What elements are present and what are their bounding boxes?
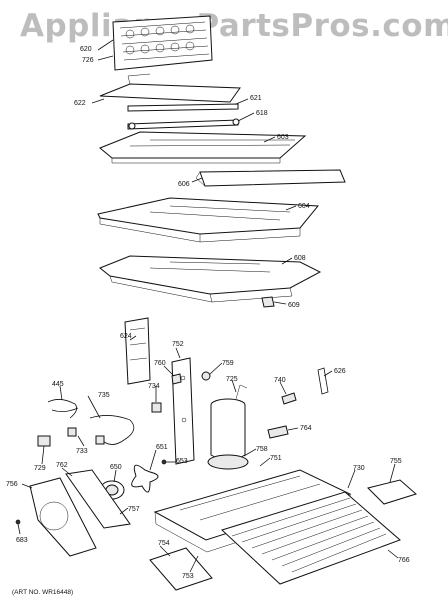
- callout-764: 764: [300, 425, 312, 432]
- callout-653: 653: [176, 458, 188, 465]
- callout-621: 621: [250, 95, 262, 102]
- clip-764: [267, 425, 289, 439]
- callout-730: 730: [353, 465, 365, 472]
- callout-608: 608: [294, 255, 306, 262]
- drawer-606: [195, 169, 346, 187]
- pan-608: [99, 255, 322, 303]
- condenser-coil: [221, 491, 401, 585]
- grommet-759: [201, 371, 211, 381]
- callout-755: 755: [390, 458, 402, 465]
- heater-rail: [127, 103, 240, 130]
- wiring-harness: [37, 399, 135, 447]
- bracket-752: [171, 357, 195, 465]
- fan-blade-651: [131, 459, 167, 493]
- leader-lines: [17, 39, 399, 573]
- panel-754: [149, 547, 213, 591]
- callout-683: 683: [16, 537, 28, 544]
- callout-labels: 620 726 622 621 618 603 606 604 608 609 …: [6, 46, 410, 580]
- shelf-603: [99, 131, 307, 164]
- screw-683: [15, 519, 21, 525]
- relay-734: [151, 402, 162, 413]
- compressor-725: [207, 384, 249, 470]
- fan-shroud: [29, 469, 131, 557]
- callout-733: 733: [76, 448, 88, 455]
- art-number: (ART NO. WR16448): [12, 589, 73, 596]
- callout-766: 766: [398, 557, 410, 564]
- wire-626: [317, 367, 329, 395]
- evaporator-coil: [112, 15, 213, 71]
- callout-734: 734: [148, 383, 160, 390]
- callout-757: 757: [128, 506, 140, 513]
- callout-758: 758: [256, 446, 268, 453]
- clip-760: [171, 373, 182, 385]
- callout-756: 756: [6, 481, 18, 488]
- evaporator-cover: [99, 73, 241, 103]
- callout-622: 622: [74, 100, 86, 107]
- callout-725: 725: [226, 376, 238, 383]
- bracket-609: [261, 296, 275, 308]
- callout-650: 650: [110, 464, 122, 471]
- callout-729: 729: [34, 465, 46, 472]
- callout-603: 603: [277, 134, 289, 141]
- panel-755: [367, 479, 418, 505]
- callout-609: 609: [288, 302, 300, 309]
- callout-651: 651: [156, 444, 168, 451]
- callout-604: 604: [298, 203, 310, 210]
- bracket-624: [124, 317, 151, 385]
- callout-445: 445: [52, 381, 64, 388]
- callout-735: 735: [98, 392, 110, 399]
- callout-626: 626: [334, 368, 346, 375]
- callout-624: 624: [120, 333, 132, 340]
- callout-620: 620: [80, 46, 92, 53]
- callout-759: 759: [222, 360, 234, 367]
- callout-606: 606: [178, 181, 190, 188]
- callout-760: 760: [154, 360, 166, 367]
- callout-762: 762: [56, 462, 68, 469]
- callout-618: 618: [256, 110, 268, 117]
- callout-726: 726: [82, 57, 94, 64]
- watermark: AppliancePartsPros.com: [20, 8, 448, 44]
- callout-753: 753: [182, 573, 194, 580]
- callout-740: 740: [274, 377, 286, 384]
- callout-754: 754: [158, 540, 170, 547]
- callout-751: 751: [270, 455, 282, 462]
- overload-740: [281, 392, 297, 405]
- shelf-604: [97, 197, 320, 243]
- callout-752: 752: [172, 341, 184, 348]
